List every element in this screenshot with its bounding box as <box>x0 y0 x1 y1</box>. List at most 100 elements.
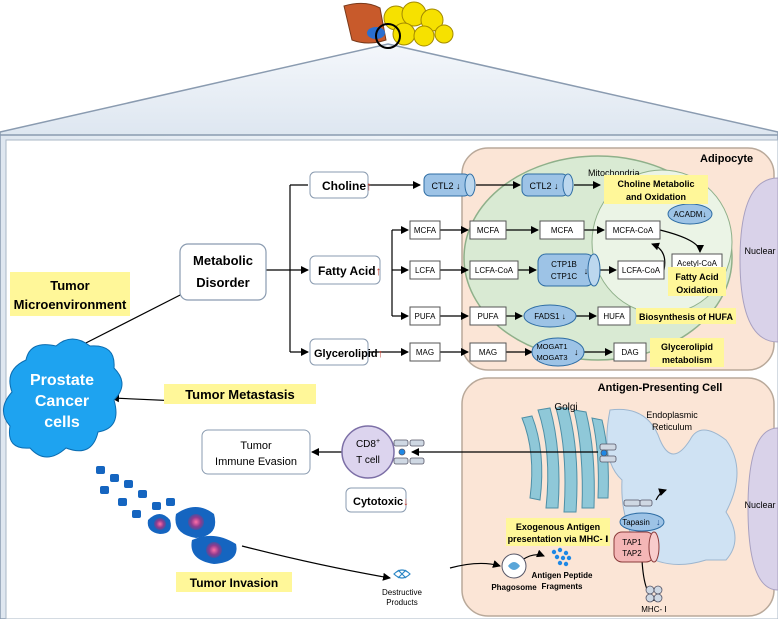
dag-box <box>613 342 647 362</box>
exogenous-line2: presentation via MHC- Ⅰ <box>508 534 609 544</box>
tap1-label: TAP1 <box>622 538 642 547</box>
destructive-products-icon <box>393 569 411 579</box>
golgi-label: Golgi <box>554 402 577 413</box>
hufa-box <box>597 306 631 326</box>
choline-label: Choline↑ <box>322 179 372 193</box>
apc-nucleus <box>747 427 778 591</box>
liver-adipose-illustration <box>343 1 454 49</box>
lcfa-box <box>409 260 441 280</box>
fatty-acid-label: Fatty Acid↑ <box>318 264 382 278</box>
acadm-label: ACADM↓ <box>674 210 707 219</box>
tap2-label: TAP2 <box>622 549 642 558</box>
cd8-line2: T cell <box>356 455 380 466</box>
glycerolipid-metabolism-line1: Glycerolipid <box>661 342 713 352</box>
prostate-cancer-cloud <box>3 338 123 458</box>
adipocyte-nucleus <box>739 177 778 343</box>
er-label-line2: Reticulum <box>652 422 692 432</box>
mogat-ellipse <box>531 337 585 367</box>
glycerolipid-metabolism-line2: metabolism <box>662 355 712 365</box>
pufa-text-1: PUFA <box>415 312 437 321</box>
tapasin-ellipse <box>619 512 665 532</box>
exogenous-antigen-highlight <box>506 518 610 546</box>
mag-box-2 <box>469 342 507 362</box>
hufa-biosynthesis-label: Biosynthesis of HUFA <box>639 312 734 322</box>
apc-nuclear-label: Nuclear <box>744 500 775 510</box>
cd8-t-cell <box>341 425 395 479</box>
hufa-biosynthesis-highlight <box>636 308 736 324</box>
fatty-acid-box <box>309 255 381 285</box>
peptide-line2: Fragments <box>542 582 583 591</box>
dag-text: DAG <box>621 348 638 357</box>
metabolic-disorder-line1: Metabolic <box>193 253 253 268</box>
mhc-surface-receptor <box>599 443 617 463</box>
adipocyte-nuclear-label: Nuclear <box>744 246 775 256</box>
prostate-line3: cells <box>44 414 80 431</box>
fa-oxidation-line1: Fatty Acid <box>675 272 718 282</box>
tumor-micro-line1: Tumor <box>50 278 89 293</box>
mcfa-text-1: MCFA <box>414 226 437 235</box>
tumor-cell-3-nucleus <box>206 542 222 558</box>
destructive-line2: Products <box>386 598 418 607</box>
immune-evasion-line2: Immune Evasion <box>215 456 297 468</box>
choline-oxidation-line1: Choline Metabolic <box>617 179 694 189</box>
immune-evasion-box <box>201 429 311 475</box>
mcfa-box-1 <box>409 220 441 240</box>
golgi <box>521 407 609 513</box>
ctl2-label-1: CTL2 ↓ <box>431 181 460 191</box>
pufa-box-2 <box>469 306 507 326</box>
mogat3-label: MOGAT3 <box>536 353 567 362</box>
tumor-micro-highlight <box>10 272 130 316</box>
prostate-line2: Cancer <box>35 393 89 410</box>
lcfa-coa-box-2 <box>617 260 665 280</box>
metabolic-disorder-line2: Disorder <box>196 275 249 290</box>
tap-channel-end <box>648 531 660 563</box>
pathway-arrows <box>75 181 704 602</box>
mag-box-1 <box>409 342 441 362</box>
apc-title: Antigen-Presenting Cell <box>598 382 723 394</box>
tumor-invasion-label: Tumor Invasion <box>190 576 278 590</box>
fa-oxidation-line2: Oxidation <box>676 285 718 295</box>
cd8-line1: CD8+ <box>356 438 380 450</box>
mcfa-text-2: MCFA <box>477 226 500 235</box>
mag-text-1: MAG <box>416 348 434 357</box>
tcr-receptor <box>393 439 425 465</box>
choline-oxidation-line2: and Oxidation <box>626 192 686 202</box>
mcfa-text-3: MCFA <box>551 226 574 235</box>
mcfa-coa-text: MCFA-CoA <box>613 226 654 235</box>
ctp1b-label: CTP1B <box>551 260 577 269</box>
mcfa-coa-box <box>605 220 661 240</box>
prostate-line1: Prostate <box>30 372 94 389</box>
pufa-box-1 <box>409 306 441 326</box>
tumor-metastasis-highlight <box>164 384 316 404</box>
branch-lines <box>264 184 393 356</box>
er-label-line1: Endoplasmic <box>646 410 698 420</box>
ctl2-label-2: CTL2 ↓ <box>529 181 558 191</box>
fa-oxidation-highlight <box>668 267 726 296</box>
mogat1-label: MOGAT1 <box>536 342 567 351</box>
lcfa-coa-box-1 <box>469 260 519 280</box>
mitochondria-label: Mitochondria <box>588 168 640 178</box>
metabolic-disorder-box <box>179 243 267 301</box>
tumor-cell-1-nucleus <box>188 514 204 530</box>
immune-evasion-line1: Tumor <box>240 440 272 452</box>
tumor-micro-line2: Microenvironment <box>14 297 127 312</box>
glycerolipid-metabolism-highlight <box>650 338 724 367</box>
tumor-metastasis-label: Tumor Metastasis <box>185 387 295 402</box>
fads1-ellipse <box>523 304 577 328</box>
mcfa-box-3 <box>539 220 585 240</box>
exogenous-line1: Exogenous Antigen <box>516 522 600 532</box>
ctp1c-label: CTP1C <box>551 272 577 281</box>
glycerolipid-box <box>309 338 369 366</box>
lcfa-text: LCFA <box>415 266 436 275</box>
lcfa-coa-text-2: LCFA-CoA <box>622 266 661 275</box>
lcfa-coa-text-1: LCFA-CoA <box>475 266 514 275</box>
tapasin-label: Tapasin <box>622 518 650 527</box>
acetyl-coa-text: Acetyl-CoA <box>677 259 718 268</box>
ctp1-channel: CTP1B CTP1C ↓ <box>537 253 601 287</box>
ctp1-down-arrow: ↓ <box>584 266 589 276</box>
ctl2-channel-2: CTL2 ↓ <box>521 173 574 197</box>
mhc-bottom-label: MHC- Ⅰ <box>641 605 666 614</box>
mhc-er-receptor <box>623 499 653 507</box>
tapasin-down-arrow: ↓ <box>656 517 661 527</box>
